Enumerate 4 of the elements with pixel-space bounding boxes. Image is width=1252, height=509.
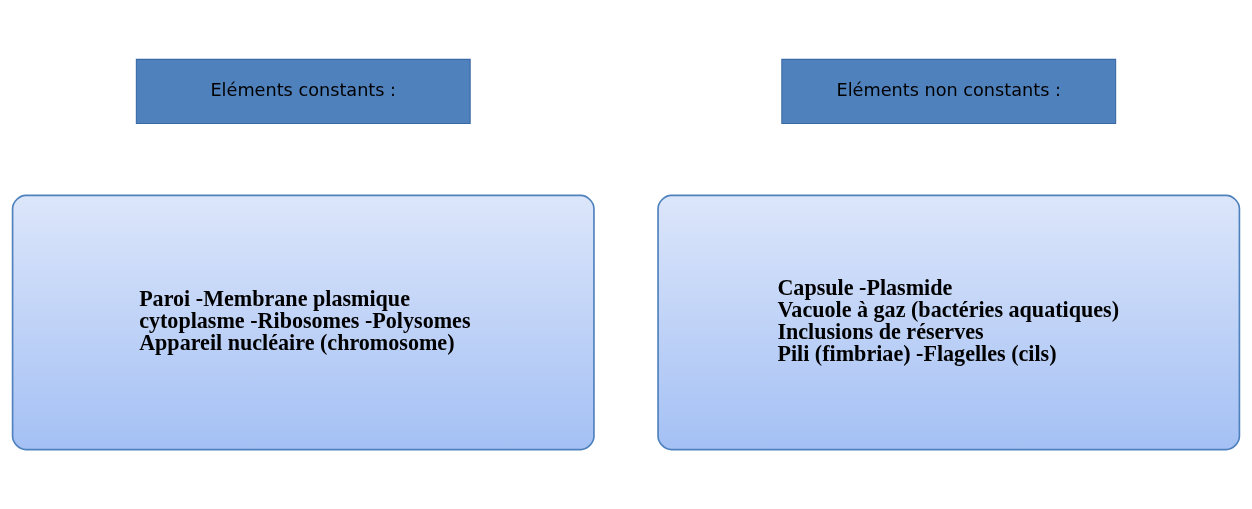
node-box: Eléments constants : <box>135 58 471 125</box>
node-box: Paroi -Membrane plasmique cytoplasme -Ribosomes -Polysomes Appareil nucléaire (chromosome) <box>11 194 595 451</box>
node-box: Capsule -Plasmide Vacuole à gaz (bactéries aquatiques) Inclusions de réserves Pili (fimbriae) -Flagelles (cils) <box>657 194 1241 451</box>
node-box: Eléments non constants : <box>781 58 1117 125</box>
